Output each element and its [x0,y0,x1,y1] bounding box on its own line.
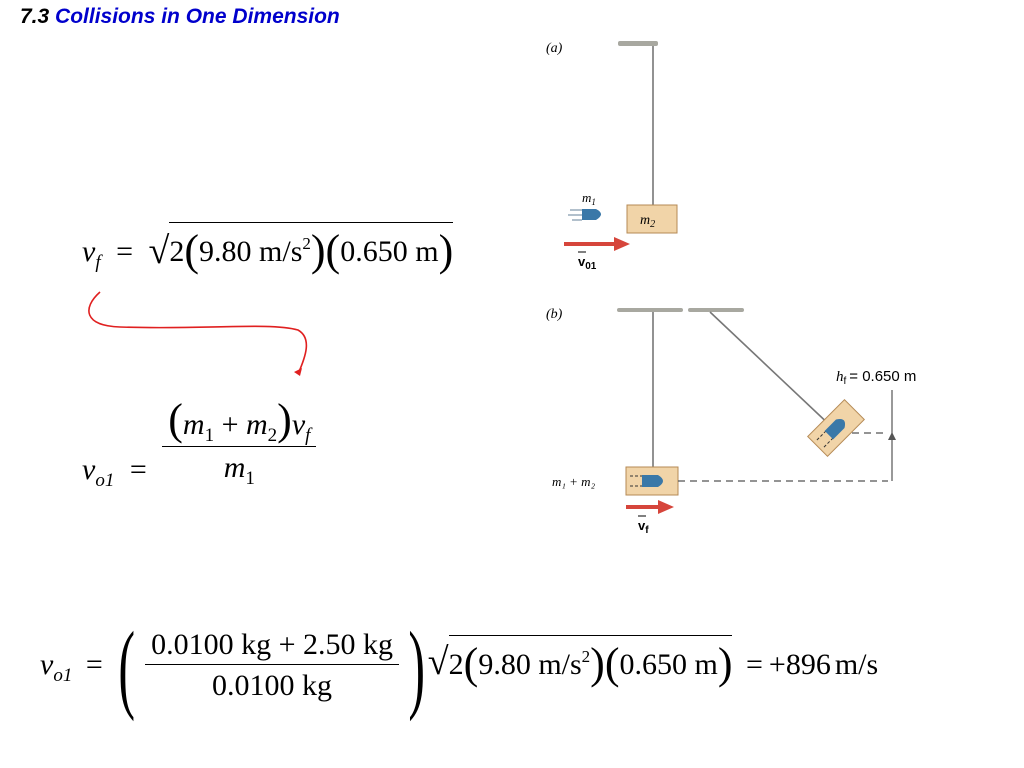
m2-label-a: m2 [640,213,655,230]
eq2-vf: v [291,408,306,441]
section-number: 7.3 [20,5,50,28]
eq3-den-unit: kg [302,668,333,702]
equation-vo1-numeric: vo1 = ( 0.0100 kg + 2.50 kg 0.0100 kg )√… [40,595,879,717]
eq1-radicand: 2(9.80 m/s2)(0.650 m) [169,222,454,273]
eq1-two: 2 [169,235,185,268]
eq3-num-b: 2.50 [302,627,356,661]
eq2-lhs-var: v [82,453,96,487]
eq2-fraction: (m1 + m2)vf m1 [162,398,317,489]
eq2-m2-sub: 2 [267,425,278,446]
eq1-sqrt-sign: √ [148,230,170,272]
eq3-lhs-sub: o1 [53,665,73,686]
ceiling-b-right [688,308,744,312]
hf-label: hf= 0.650 m [836,368,916,387]
eq1-g-value: 9.80 [199,235,252,268]
eq1-h-value: 0.650 [340,235,408,268]
eq1-lhs-sub: f [95,252,101,273]
eq2-numerator: (m1 + m2)vf [162,398,317,447]
eq2-den-m-sub: 1 [245,468,255,489]
eq3-right-paren: ) [408,611,426,722]
section-title: Collisions in One Dimension [55,5,340,28]
slide-title: 7.3 Collisions in One Dimension [20,5,340,29]
block-swung-b [807,399,865,457]
eq3-radicand: 2(9.80 m/s2)(0.650 m) [448,635,733,686]
eq3-two: 2 [448,648,464,681]
bullet-icon-b-rest [642,475,663,487]
eq3-plus: + [278,627,296,661]
block-m2-a [626,204,678,234]
eq2-equals: = [129,453,147,487]
eq1-h-unit: m [415,235,439,268]
eq2-m1-sub: 1 [204,425,215,446]
equation-vo1-symbolic: vo1 = (m1 + m2)vf m1 [82,398,317,491]
eq2-lhs: vo1 [82,453,114,491]
annotation-arrowhead [294,368,302,376]
ceiling-b-left [617,308,683,312]
vf-label: vf [638,518,649,536]
eq3-g-unit: m/s [538,648,582,681]
eq3-lhs-var: v [40,648,54,681]
ceiling-a [618,41,658,46]
eq1-lhs-var: v [82,235,96,268]
eq1-g-exp: 2 [302,234,311,253]
v01-label: v01 [578,254,597,272]
eq3-g-value: 9.80 [478,648,531,681]
eq3-num-a: 0.0100 [151,627,234,661]
eq2-den-m: m [223,451,246,484]
equation-vf: vf = √2(9.80 m/s2)(0.650 m) [82,222,454,273]
combined-mass-label: m₁ + m₂ [552,474,596,489]
eq2-denominator: m1 [162,447,316,489]
string-b-swung [709,311,836,431]
eq3-sqrt-sign: √ [427,641,449,683]
eq2-plus: + [221,408,239,441]
eq3-result-unit: m/s [834,648,879,681]
eq3-denominator: 0.0100 kg [145,665,399,701]
eq3-lhs: vo1 [40,648,72,686]
eq3-result: +896 [768,648,831,681]
eq3-numerator: 0.0100 kg + 2.50 kg [145,627,399,665]
eq3-num-b-unit: kg [362,627,393,661]
eq3-left-paren: ( [118,611,136,722]
eq2-lhs-sub: o1 [95,470,115,492]
eq1-g-unit: m/s [259,235,303,268]
pendulum-figure: (a) m2 m1 v01 (b) m₁ + m₂ hf= 0.650 m vf [546,41,916,536]
m1-label-a: m1 [582,190,596,207]
eq3-equals: = [85,648,103,681]
eq3-h-value: 0.650 [619,648,687,681]
panel-b-label: (b) [546,307,563,322]
eq3-h-unit: m [694,648,718,681]
annotation-curve [88,291,308,375]
eq3-den: 0.0100 [212,668,295,702]
eq3-fraction: 0.0100 kg + 2.50 kg 0.0100 kg [145,627,399,701]
eq1-equals: = [116,235,134,268]
eq2-m2: m [246,408,268,441]
bullet-icon-a [582,209,601,220]
eq3-g-exp: 2 [581,647,591,666]
eq2-m1: m [182,408,205,441]
panel-a-label: (a) [546,41,563,56]
eq3-num-a-unit: kg [241,627,272,661]
eq3-equals2: = [745,648,763,681]
eq2-vf-sub: f [305,425,311,446]
